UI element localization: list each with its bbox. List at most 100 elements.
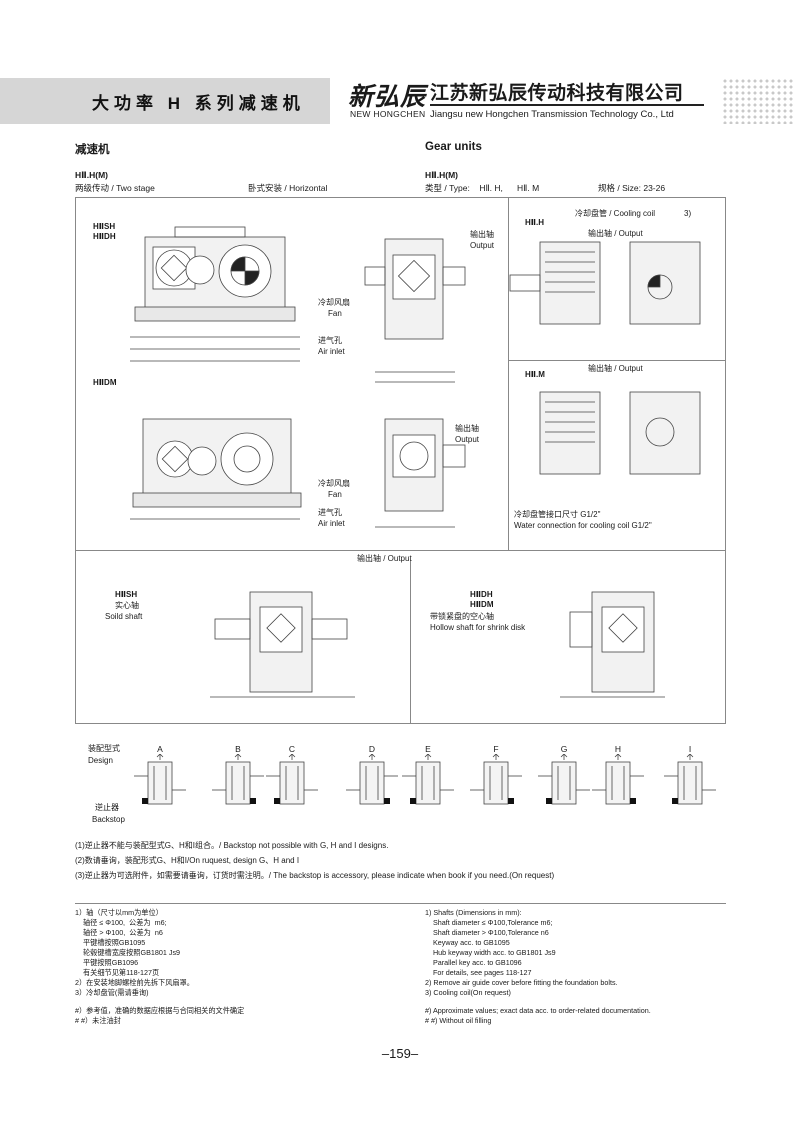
approx-notes-en: #) Approximate values; exact data acc. t… xyxy=(425,1006,651,1025)
design-variant-letter: A xyxy=(157,744,163,754)
stage-label: 两级传动 / Two stage xyxy=(75,183,155,193)
mount-label: 卧式安装 / Horizontal xyxy=(248,183,328,193)
view-label-hiish-hiidh: HⅡSH HⅡDH xyxy=(93,222,116,241)
footnotes-cn: 1）轴（尺寸以mm为单位） 轴径 ≤ Φ100, 公差为 m6; 轴径 > Φ1… xyxy=(75,908,194,997)
design-variant-letter: H xyxy=(614,744,622,754)
view-label-hiidm: HⅡDM xyxy=(93,378,117,387)
dot-pattern-decoration xyxy=(722,78,794,124)
cooling-coil-footnote-ref: 3) xyxy=(684,209,692,218)
design-variant-sketch xyxy=(346,753,398,805)
design-variant-sketch xyxy=(538,753,590,805)
design-label-en: Design xyxy=(88,756,113,765)
company-underline xyxy=(430,104,704,106)
hii-m-cooling-drawing xyxy=(539,391,701,475)
brand-logo-en: NEW HONGCHEN xyxy=(350,109,426,119)
hollow-shaft-label-en: Hollow shaft for shrink disk xyxy=(430,623,526,632)
approx-notes-cn: #）参考值，准确的数据应根据与合同相关的文件确定# #）未注油封 xyxy=(75,1006,245,1025)
footnote-separator xyxy=(75,903,726,904)
page-number: –159– xyxy=(381,1046,419,1061)
fan-label-cn-top: 冷却风扇 xyxy=(318,298,350,307)
model-code-left: HⅡ.H(M) xyxy=(75,170,108,180)
backstop-marker xyxy=(630,798,636,804)
section-title-en: Gear units xyxy=(425,141,482,153)
design-note-3: (3)逆止器为可选附件，如需要请垂询，订货时需注明。/ The backstop… xyxy=(75,871,555,880)
frame-divider-output-split xyxy=(410,560,411,724)
design-variant-letter: E xyxy=(425,744,431,754)
design-label-cn: 装配型式 xyxy=(88,744,120,753)
water-connection-label-cn: 冷却盘管接口尺寸 G1/2" xyxy=(514,510,601,519)
backstop-label-cn: 逆止器 xyxy=(95,803,119,812)
company-name-en: Jiangsu new Hongchen Transmission Techno… xyxy=(430,109,674,120)
company-name-cn: 江苏新弘辰传动科技有限公司 xyxy=(430,83,684,104)
design-variant-g: G xyxy=(534,744,594,825)
backstop-marker xyxy=(250,798,256,804)
view-label-hii-m: HⅡ.M xyxy=(525,370,545,379)
output-label-cn-mid: 输出轴 xyxy=(455,424,479,433)
design-variant-d: D xyxy=(342,744,402,825)
design-variant-sketch xyxy=(664,753,716,805)
backstop-marker xyxy=(274,798,280,804)
design-variant-a: A xyxy=(130,744,190,825)
output-label-hii-m: 输出轴 / Output xyxy=(588,364,643,373)
fan-label-cn-bottom: 冷却风扇 xyxy=(318,479,350,488)
output-label-en-top: Output xyxy=(470,241,495,250)
frame-divider-output xyxy=(75,550,726,551)
water-connection-label-en: Water connection for cooling coil G1/2" xyxy=(514,521,652,530)
design-variant-letter: B xyxy=(235,744,241,754)
design-variant-letter: C xyxy=(288,744,296,754)
design-variant-sketch xyxy=(266,753,318,805)
air-inlet-label-en-bottom: Air inlet xyxy=(318,519,345,528)
solid-shaft-label-cn: 实心轴 xyxy=(115,601,139,610)
footnotes-en: 1) Shafts (Dimensions in mm): Shaft diam… xyxy=(425,908,618,997)
view-label-hii-h: HⅡ.H xyxy=(525,218,545,227)
design-variant-sketch xyxy=(470,753,522,805)
side-view-hiidm-drawing xyxy=(375,418,466,528)
design-variant-b: B xyxy=(208,744,268,825)
design-variant-i: I xyxy=(660,744,720,825)
backstop-marker xyxy=(410,798,416,804)
side-view-hiish-drawing xyxy=(364,238,466,383)
output-label-en-mid: Output xyxy=(455,435,480,444)
design-variant-sketch xyxy=(592,753,644,805)
front-view-hiidm-drawing xyxy=(130,418,302,520)
design-variant-c: C xyxy=(262,744,322,825)
solid-shaft-drawing xyxy=(210,591,355,698)
size-label: 规格 / Size: 23-26 xyxy=(598,183,666,193)
design-note-1: (1)逆止器不能与装配型式G、H和I组合。/ Backstop not poss… xyxy=(75,841,389,850)
design-variant-letter: F xyxy=(493,744,499,754)
design-variant-letter: D xyxy=(368,744,376,754)
design-variant-f: F xyxy=(466,744,526,825)
design-note-2: (2)数请垂询，装配形式G、H和I/On ruquest, design G、H… xyxy=(75,856,300,865)
design-variant-h: H xyxy=(588,744,648,825)
output-label-cn-top: 输出轴 xyxy=(470,230,494,239)
hii-h-cooling-drawing xyxy=(509,241,701,325)
design-variant-sketch xyxy=(402,753,454,805)
backstop-marker xyxy=(142,798,148,804)
design-variant-letter: G xyxy=(560,744,568,754)
output-label-hii-h: 输出轴 / Output xyxy=(588,229,643,238)
solid-shaft-label-en: Soild shaft xyxy=(105,612,143,621)
backstop-marker xyxy=(546,798,552,804)
hollow-shaft-label-cn: 带锁紧盘的空心轴 xyxy=(430,612,494,621)
fan-label-en-bottom: Fan xyxy=(328,490,342,499)
model-code-right: HⅡ.H(M) xyxy=(425,170,458,180)
hollow-shaft-drawing xyxy=(560,591,665,698)
solid-shaft-code: HⅡSH xyxy=(115,590,138,599)
air-inlet-label-cn-bottom: 进气孔 xyxy=(318,508,342,517)
design-variant-sketch xyxy=(212,753,264,805)
header-band xyxy=(0,78,330,124)
design-variant-letter: I xyxy=(688,744,692,754)
output-section-title: 输出轴 / Output xyxy=(357,554,412,563)
catalog-title: 大功率 H 系列减速机 xyxy=(92,94,305,113)
air-inlet-label-en-top: Air inlet xyxy=(318,347,345,356)
brand-logo-cn: 新弘辰 xyxy=(348,82,427,111)
frame-divider-hm xyxy=(508,360,726,361)
frame-divider-vertical xyxy=(508,197,509,550)
hollow-shaft-code: HⅡDH HⅡDM xyxy=(470,590,494,609)
technical-drawings xyxy=(130,226,701,698)
air-inlet-label-cn-top: 进气孔 xyxy=(318,336,342,345)
backstop-label-en: Backstop xyxy=(92,815,125,824)
front-view-hiish-drawing xyxy=(130,226,300,362)
backstop-marker xyxy=(384,798,390,804)
fan-label-en-top: Fan xyxy=(328,309,342,318)
